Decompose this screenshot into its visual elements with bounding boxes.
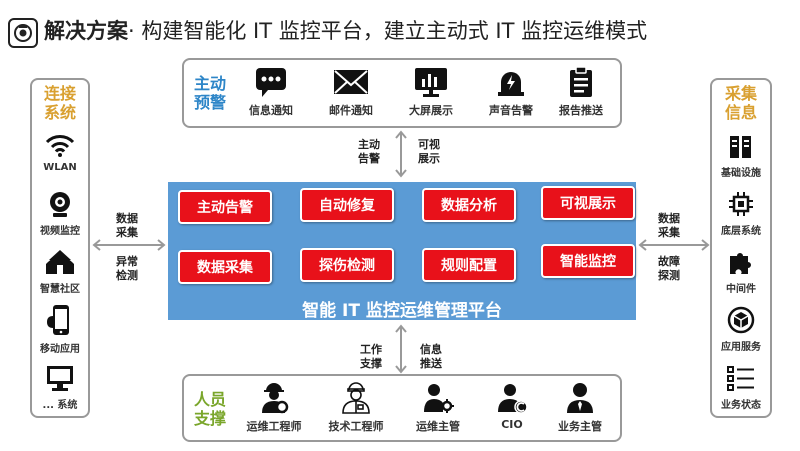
- webcam-icon: [50, 192, 70, 217]
- left-item-community: 智慧社区: [32, 248, 88, 295]
- top-item-info: 信息通知: [236, 66, 306, 118]
- puzzle-icon: [730, 253, 751, 274]
- top-item-screen: 大屏展示: [396, 66, 466, 118]
- tech-engineer-icon: [342, 382, 370, 414]
- mobile-phone-icon: [47, 305, 69, 335]
- business-manager-icon: [567, 383, 593, 413]
- clipboard-report-icon: [570, 66, 592, 97]
- right-double-arrow: [638, 239, 710, 251]
- left-arrow-bottom-note: 异常检测: [116, 255, 138, 282]
- right-item-bizstatus: 业务状态: [712, 364, 770, 411]
- left-arrow-top-note: 数据采集: [116, 212, 138, 239]
- btn-smart-monitor[interactable]: 智能监控: [541, 244, 635, 278]
- cio-icon: [498, 384, 528, 414]
- top-arrow-right-note: 可视展示: [418, 138, 440, 165]
- top-panel-tag: 主动 预警: [193, 74, 226, 112]
- right-arrow-top-note: 数据采集: [658, 212, 680, 239]
- btn-data-analysis[interactable]: 数据分析: [422, 188, 516, 222]
- title-rest: · 构建智能化 IT 监控平台，建立主动式 IT 监控运维模式: [128, 19, 648, 43]
- top-alert-panel: 主动 预警 信息通知 邮件通知 大屏展示 声音告警 报告推送: [182, 58, 622, 128]
- top-item-mail: 邮件通知: [316, 66, 386, 118]
- right-item-middleware: 中间件: [712, 248, 770, 295]
- btn-active-alert[interactable]: 主动告警: [178, 190, 272, 224]
- ops-engineer-icon: [262, 383, 289, 414]
- right-item-infra: 基础设施: [712, 134, 770, 179]
- bottom-staff-panel: 人员支撑 运维工程师 技术工程师 运维主管 CIO 业务主管: [182, 374, 622, 442]
- right-collect-panel: 采集信息 基础设施 底层系统 中间件 应用服务 业务状态: [710, 78, 772, 418]
- cube-icon: [727, 306, 755, 334]
- btn-visual-display[interactable]: 可视展示: [541, 186, 635, 220]
- top-item-sound: 声音告警: [476, 66, 546, 118]
- right-arrow-bottom-note: 故障探测: [658, 255, 680, 282]
- ops-manager-icon: [424, 384, 454, 413]
- bottom-item-biz-manager: 业务主管: [542, 380, 618, 434]
- left-connect-panel: 连接系统 WLAN 视频监控 智慧社区 移动应用 ... 系统: [30, 78, 90, 418]
- header-logo-icon: [8, 18, 38, 48]
- left-item-system: ... 系统: [32, 364, 88, 411]
- bottom-panel-tag: 人员支撑: [193, 390, 226, 428]
- bottom-item-cio: CIO: [474, 380, 550, 431]
- bottom-arrow-left-note: 工作支撑: [360, 343, 382, 370]
- bottom-arrow-right-note: 信息推送: [420, 343, 442, 370]
- top-double-arrow: [395, 130, 407, 178]
- bottom-double-arrow: [395, 324, 407, 374]
- right-item-lowsys: 底层系统: [712, 190, 770, 237]
- wifi-icon: [45, 135, 75, 157]
- right-panel-tag: 采集信息: [724, 84, 757, 122]
- btn-auto-repair[interactable]: 自动修复: [300, 188, 394, 222]
- btn-data-collect[interactable]: 数据采集: [178, 250, 272, 284]
- title-bold: 解决方案: [44, 19, 128, 43]
- left-item-wlan: WLAN: [32, 132, 88, 173]
- community-houses-icon: [46, 250, 74, 274]
- chat-bubble-icon: [256, 68, 286, 97]
- platform-title: 智能 IT 监控运维管理平台: [302, 301, 502, 321]
- left-panel-tag: 连接系统: [43, 84, 76, 122]
- desktop-monitor-icon: [47, 366, 73, 391]
- left-item-mobile: 移动应用: [32, 304, 88, 355]
- envelope-icon: [334, 70, 368, 94]
- bottom-item-ops-engineer: 运维工程师: [236, 380, 312, 434]
- chip-icon: [729, 192, 753, 216]
- top-item-report: 报告推送: [546, 66, 616, 118]
- page-title: 解决方案· 构建智能化 IT 监控平台，建立主动式 IT 监控运维模式: [44, 16, 647, 46]
- top-arrow-left-note: 主动告警: [358, 138, 380, 165]
- btn-flaw-detect[interactable]: 探伤检测: [300, 248, 394, 282]
- left-item-video: 视频监控: [32, 190, 88, 237]
- alarm-light-icon: [498, 72, 524, 96]
- left-double-arrow: [92, 239, 166, 251]
- list-icon: [727, 366, 754, 391]
- right-item-appservice: 应用服务: [712, 306, 770, 353]
- monitor-chart-icon: [415, 68, 447, 97]
- btn-rule-config[interactable]: 规则配置: [422, 248, 516, 282]
- server-rack-icon: [730, 136, 751, 158]
- bottom-item-tech-engineer: 技术工程师: [318, 380, 394, 434]
- bottom-item-ops-manager: 运维主管: [400, 380, 476, 434]
- platform-panel: 主动告警 自动修复 数据分析 可视展示 数据采集 探伤检测 规则配置 智能监控 …: [168, 182, 636, 321]
